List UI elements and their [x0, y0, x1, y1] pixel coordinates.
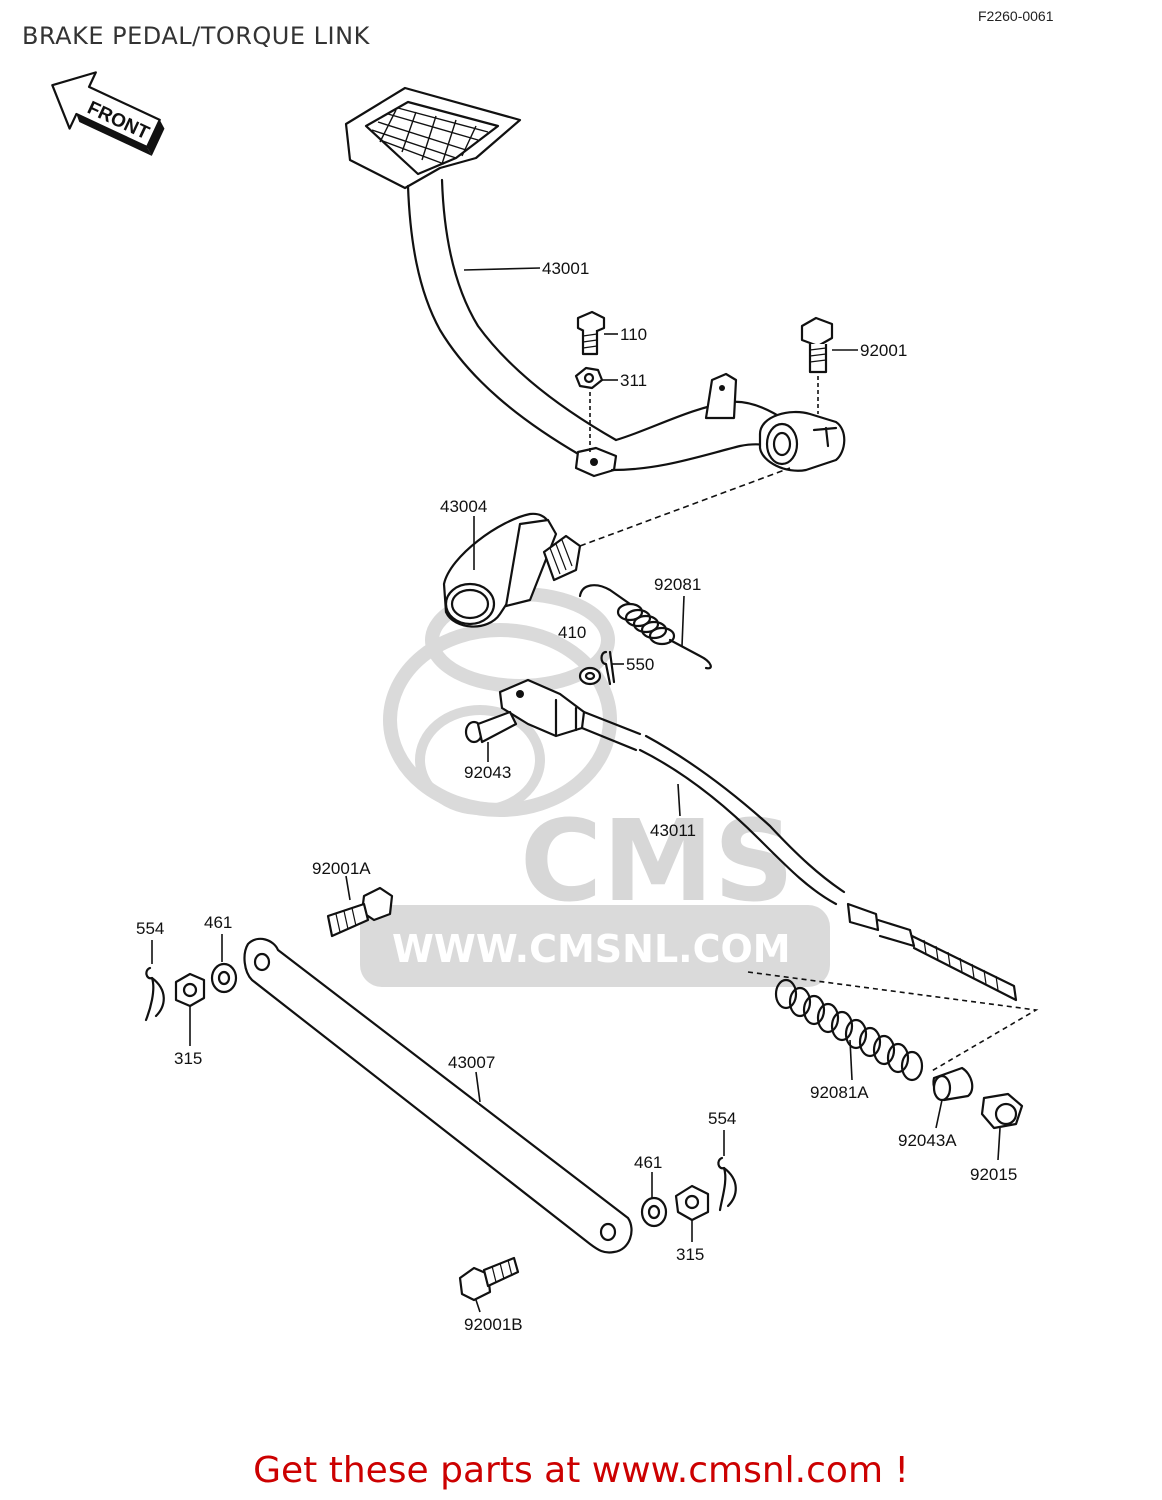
- clevis-pin-92043: [464, 710, 518, 744]
- callout-92001A: 92001A: [312, 859, 371, 878]
- callout-461-right: 461: [634, 1153, 662, 1172]
- callout-92043: 92043: [464, 763, 511, 782]
- brake-pedal-arm: [344, 86, 846, 478]
- callout-92015: 92015: [970, 1165, 1017, 1184]
- nut-315-left: [174, 972, 206, 1008]
- trunnion-92043A: [932, 1066, 974, 1102]
- washer-410: [578, 666, 602, 686]
- adjuster-nut-92015: [980, 1092, 1024, 1130]
- page-title: BRAKE PEDAL/TORQUE LINK: [22, 22, 370, 50]
- callout-315-left: 315: [174, 1049, 202, 1068]
- nut-315-right: [674, 1184, 710, 1222]
- r-clip-554-left: [144, 966, 165, 1022]
- callout-92001B: 92001B: [464, 1315, 523, 1334]
- callout-461-left: 461: [204, 913, 232, 932]
- callout-92001: 92001: [860, 341, 907, 360]
- r-clip-554-right: [717, 1156, 737, 1212]
- callout-110: 110: [620, 325, 647, 344]
- brake-rod-43011: [638, 734, 1018, 1002]
- washer-461-right: [640, 1196, 668, 1228]
- callout-43007: 43007: [448, 1053, 495, 1072]
- callout-43004: 43004: [440, 497, 487, 516]
- washer-461-left: [210, 962, 238, 994]
- clevis-joint: [498, 678, 642, 752]
- callout-554-left: 554: [136, 919, 164, 938]
- torque-link-43007: [243, 937, 633, 1254]
- cms-watermark: CMS WWW.CMSNL.COM: [360, 587, 830, 987]
- callout-43011: 43011: [650, 821, 696, 840]
- callout-550: 550: [626, 655, 654, 674]
- bolt-92001A: [326, 886, 394, 938]
- pedal-shaft-43004: [442, 467, 791, 628]
- part-callouts: 43001 110 311 92001 43004 92081 410 550 …: [136, 259, 1017, 1334]
- callout-92043A: 92043A: [898, 1131, 957, 1150]
- callout-92081A: 92081A: [810, 1083, 869, 1102]
- bolt-92001: [800, 316, 834, 374]
- nut-311: [574, 366, 604, 390]
- cotter-pin-550: [600, 650, 616, 686]
- callout-92081: 92081: [654, 575, 701, 594]
- return-spring-92081: [578, 584, 712, 670]
- bolt-110: [576, 310, 606, 356]
- callout-311: 311: [620, 371, 647, 390]
- parts-diagram: CMS WWW.CMSNL.COM FRONT: [51, 71, 1039, 1334]
- rod-spring-92081A: [774, 978, 924, 1082]
- callout-410: 410: [558, 623, 586, 642]
- footer-cta-link[interactable]: Get these parts at www.cmsnl.com !: [253, 1450, 909, 1491]
- front-arrow: FRONT: [51, 71, 165, 156]
- cms-url-banner: [360, 905, 830, 987]
- bolt-92001B: [458, 1256, 520, 1302]
- callout-43001: 43001: [542, 259, 589, 278]
- cms-brand-text: CMS: [520, 797, 794, 927]
- leader-lines: [151, 267, 1001, 1313]
- diagram-code: F2260-0061: [978, 8, 1054, 24]
- cms-url-text: WWW.CMSNL.COM: [392, 927, 791, 971]
- callout-315-right: 315: [676, 1245, 704, 1264]
- callout-554-right: 554: [708, 1109, 736, 1128]
